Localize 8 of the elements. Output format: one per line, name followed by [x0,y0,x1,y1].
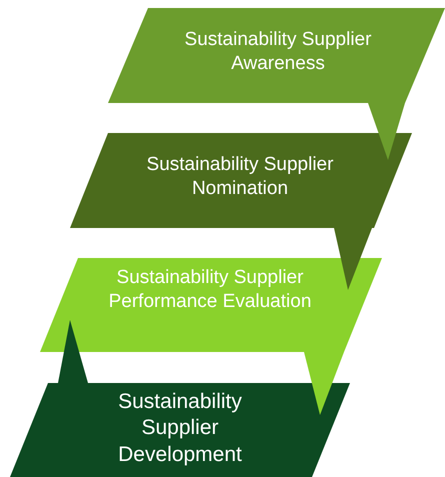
stage-label: Sustainability Supplier Nomination [146,153,334,200]
stage-label: Sustainability Supplier Performance Evaluation [108,266,312,314]
pointer-arrow [304,352,344,415]
pointer-arrow [334,228,372,290]
stage-label: Sustainability Supplier Development [117,389,243,468]
pointer-arrow [58,320,88,383]
pointer-arrow [368,103,405,160]
stage-label: Sustainability Supplier Awareness [184,28,372,76]
